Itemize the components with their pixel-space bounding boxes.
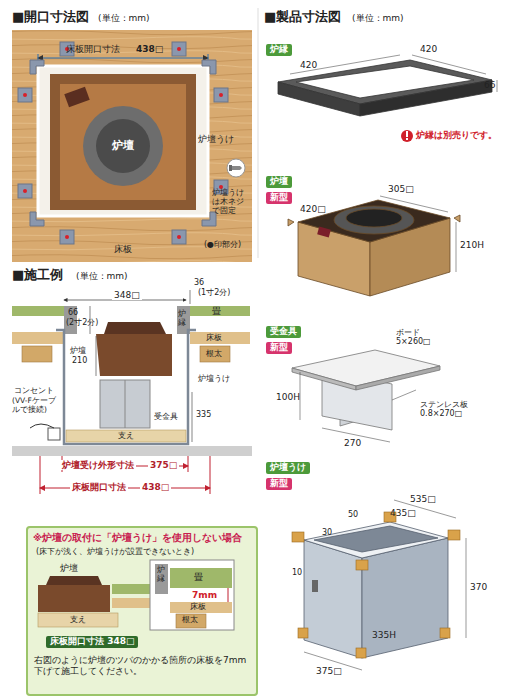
part-label: 炉縁は別売りです。 (416, 130, 497, 140)
part-label: 炉壇 (112, 140, 134, 153)
dimension-label: ■施工例 (12, 268, 63, 283)
note: (●印部分) (204, 240, 241, 249)
dimension-label: ■製品寸法図 (264, 10, 341, 25)
label-tag: 受金具 (266, 326, 301, 338)
dimension-label: 438□ (140, 482, 171, 492)
dimension-label: 420 (420, 44, 437, 54)
part-label: 炉壇うけ (198, 374, 230, 383)
dimension-value: 438□ (136, 44, 163, 54)
new-badge: 新型 (266, 478, 292, 490)
part-label: 支え (118, 431, 134, 440)
dimension-label: 100H (276, 392, 300, 402)
dimension-label: 375□ (148, 460, 179, 470)
part-label: 畳 (194, 572, 203, 582)
dimension-label: 375□ (316, 666, 342, 676)
tag-text: 新型 (266, 192, 292, 204)
part-label: 炉壇受け外形寸法 (60, 460, 136, 470)
panel-note: 右図のように炉壇のツバのかかる箇所の床板を7mm下げて施工してください。 (34, 655, 254, 678)
tag-text: 床板開口寸法 348□ (46, 636, 138, 648)
dimension-label: 210 (72, 356, 87, 365)
dimension-label: 床板開口寸法 (66, 44, 120, 54)
new-badge: 新型 (266, 342, 292, 354)
dimension-label: 348□ (112, 290, 142, 300)
label-tag: 炉壇 (266, 176, 292, 188)
part-label: 床板 (206, 333, 222, 342)
tag-text: 炉縁 (266, 44, 292, 56)
tag-text: 炉壇 (266, 176, 292, 188)
dimension-label: (単位：mm) (76, 271, 128, 281)
dimension-label: (VV-Fケーブルで接続) (12, 397, 62, 414)
tag-text: 受金具 (266, 326, 301, 338)
dimension-label: (2寸2分) (66, 318, 98, 327)
dimension-label: 7mm (192, 590, 217, 600)
part-label: 炉壇 (60, 563, 78, 573)
part-label: 床板 (114, 244, 132, 254)
part-label: コンセント (14, 386, 54, 395)
section-heading: ■開口寸法図 (12, 10, 89, 25)
part-label: 床板 (190, 602, 206, 611)
part-label: ボード 5×260□ (396, 328, 442, 346)
part-label: 炉縁 (157, 566, 165, 584)
part-label: 畳 (212, 306, 221, 316)
note: 炉壇うけは木ネジで固定 (212, 188, 250, 216)
dimension-label: 210H (460, 240, 484, 250)
dimension-label: 535□ (410, 494, 436, 504)
dimension-label: 370 (470, 582, 487, 592)
dimension-label: (1寸2分) (198, 288, 230, 297)
part-label: ステンレス板 0.8×270□ (420, 400, 490, 418)
dimension-label: 420 (300, 60, 317, 70)
part-label: 根太 (182, 615, 198, 624)
dimension-label: 10 (292, 568, 302, 577)
dimension-label: 305□ (388, 184, 414, 194)
tag-text: 炉壇うけ (266, 462, 310, 474)
dimension-label: 420□ (300, 204, 326, 214)
dimension-label: (単位：mm) (352, 13, 404, 23)
unit-note: (単位：mm) (98, 13, 150, 23)
dimension-label: 66 (68, 308, 78, 317)
panel-title: ※炉壇の取付に「炉壇うけ」を使用しない場合 (33, 532, 255, 544)
dimension-label: 335H (372, 630, 396, 640)
new-badge: 新型 (266, 192, 292, 204)
part-label: 炉壇うけ (198, 134, 234, 144)
label-tag: 炉壇うけ (266, 462, 310, 474)
panel-subtitle: (床下が浅く、炉壇うけが設置できないとき) (36, 547, 194, 557)
dimension-label: 435□ (390, 508, 416, 518)
part-label: 根太 (206, 349, 222, 358)
part-label: 炉縁 (178, 310, 186, 328)
label-tag: 床板開口寸法 348□ (46, 636, 138, 648)
part-label: 炉壇 (70, 346, 86, 355)
tag-text: 新型 (266, 342, 292, 354)
dimension-label: 36 (194, 278, 204, 287)
dimension-label: 335 (196, 410, 211, 419)
dimension-label: 270 (344, 438, 361, 448)
dimension-label: 30 (322, 528, 332, 537)
note-panel: ※炉壇の取付に「炉壇うけ」を使用しない場合 (床下が浅く、炉壇うけが設置できないと… (26, 526, 258, 696)
part-label: 支え (70, 615, 86, 624)
part-label: 床板開口寸法 (70, 482, 128, 492)
part-label: 受金具 (154, 412, 178, 421)
tag-text: 新型 (266, 478, 292, 490)
label-tag: 炉縁 (266, 44, 292, 56)
dimension-label: 50 (348, 510, 358, 519)
dimension-label: 66 (484, 80, 495, 90)
